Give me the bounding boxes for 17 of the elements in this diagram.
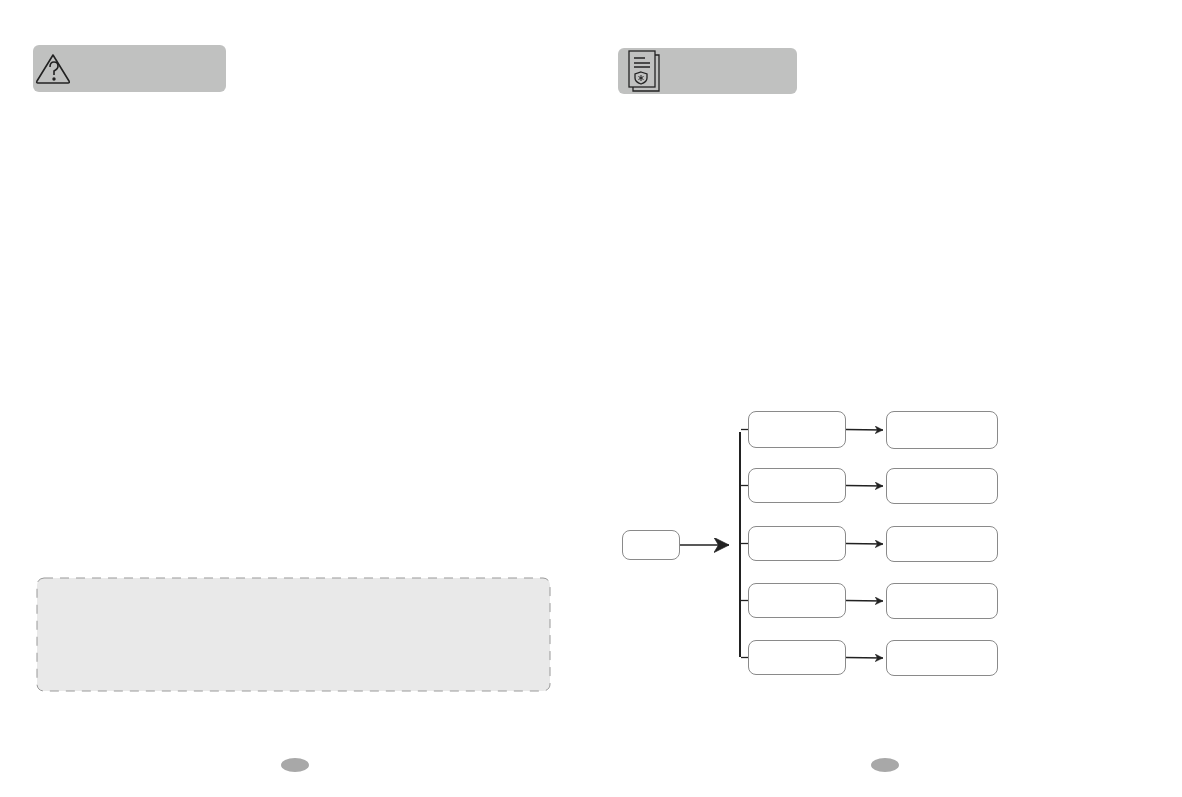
process-box bbox=[886, 640, 998, 676]
process-box bbox=[886, 468, 998, 504]
process-box bbox=[748, 468, 846, 503]
arrow bbox=[845, 425, 884, 435]
arrow bbox=[679, 537, 730, 553]
process-box bbox=[886, 583, 998, 619]
process-box bbox=[748, 583, 846, 618]
process-box bbox=[748, 640, 846, 675]
process-box bbox=[748, 411, 846, 448]
arrow bbox=[845, 481, 884, 491]
arrow bbox=[845, 539, 884, 549]
process-box bbox=[886, 526, 998, 562]
process-box bbox=[886, 411, 998, 449]
arrow bbox=[845, 596, 884, 606]
arrow bbox=[845, 653, 884, 663]
process-box bbox=[622, 530, 680, 560]
process-box bbox=[748, 526, 846, 561]
